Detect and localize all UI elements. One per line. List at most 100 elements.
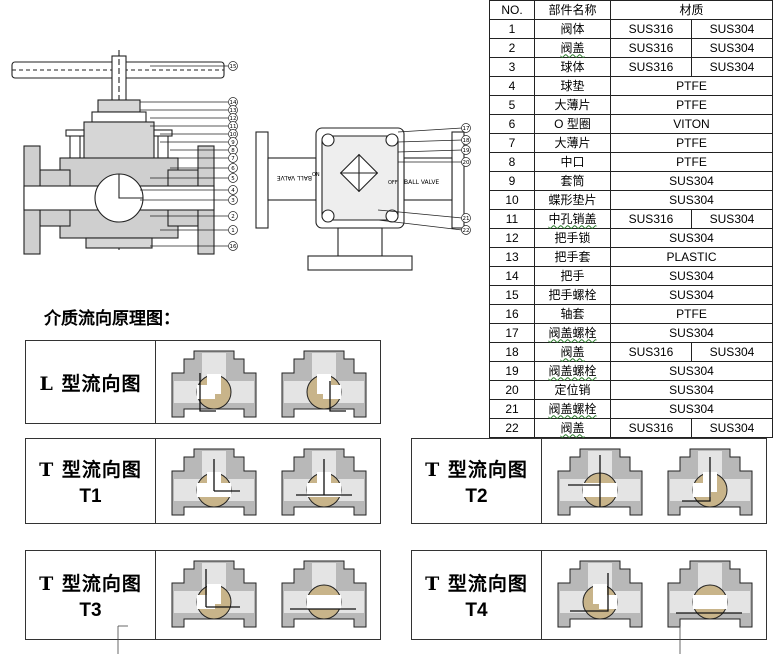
cell-material: PTFE xyxy=(610,95,773,115)
callout-4: 4 xyxy=(231,188,235,194)
part-name-text: 球垫 xyxy=(560,78,585,93)
cell-no: 13 xyxy=(489,247,535,267)
valve-schematic-t4a xyxy=(557,560,643,628)
cell-part-name: 阀盖 xyxy=(534,38,611,58)
cell-no: 20 xyxy=(489,380,535,400)
cell-no: 4 xyxy=(489,76,535,96)
cell-no: 6 xyxy=(489,114,535,134)
off-text: OFF xyxy=(388,180,398,186)
callout-11: 11 xyxy=(230,124,237,130)
cell-material: VITON xyxy=(610,114,773,134)
part-name-text: 大薄片 xyxy=(554,135,591,150)
cell-material: SUS304 xyxy=(691,209,773,229)
flow-label-l: L 型流向图 xyxy=(26,341,156,423)
cell-part-name: 轴套 xyxy=(534,304,611,324)
cell-material: PTFE xyxy=(610,304,773,324)
part-name-text: 套筒 xyxy=(560,173,585,188)
part-name-text: 轴套 xyxy=(560,306,585,321)
callout-9: 9 xyxy=(231,140,235,146)
cell-material: PTFE xyxy=(610,152,773,172)
cell-material: SUS316 xyxy=(610,342,692,362)
callout-5: 5 xyxy=(231,176,235,182)
callout-17: 17 xyxy=(463,126,470,132)
cell-part-name: 球垫 xyxy=(534,76,611,96)
callout-13: 13 xyxy=(230,108,237,114)
cell-no: 19 xyxy=(489,361,535,381)
flow-box-t2: T 型流向图 T2 xyxy=(411,438,767,524)
cell-material: SUS316 xyxy=(610,209,692,229)
callout-7: 7 xyxy=(231,156,235,162)
cell-material: SUS316 xyxy=(610,19,692,39)
part-name-text: 大薄片 xyxy=(554,97,591,112)
cell-material: SUS304 xyxy=(610,228,773,248)
valve-schematic-t2a xyxy=(557,448,643,516)
cell-no: 7 xyxy=(489,133,535,153)
cell-material: SUS304 xyxy=(610,171,773,191)
cell-part-name: 大薄片 xyxy=(534,133,611,153)
flow-code-t4: T4 xyxy=(465,599,488,621)
section-heading: 介质流向原理图： xyxy=(44,309,180,329)
cell-material: SUS304 xyxy=(691,19,773,39)
part-name-text: 把手 xyxy=(560,268,585,283)
callout-18: 18 xyxy=(463,138,470,144)
callout-3: 3 xyxy=(231,198,235,204)
flow-label-t3: T 型流向图 T3 xyxy=(26,551,156,639)
cell-no: 1 xyxy=(489,19,535,39)
cell-part-name: 中孔销盖 xyxy=(534,209,611,229)
cell-part-name: 阀盖 xyxy=(534,342,611,362)
table-row: 5 大薄片 PTFE xyxy=(489,95,773,115)
valve-schematic-t3b xyxy=(281,560,367,628)
cell-material: SUS304 xyxy=(610,323,773,343)
on-text: ON xyxy=(312,172,320,178)
callout-22: 22 xyxy=(463,228,470,234)
cell-material: SUS304 xyxy=(610,190,773,210)
cell-no: 22 xyxy=(489,418,535,438)
cell-part-name: 大薄片 xyxy=(534,95,611,115)
flow-label-t2: T 型流向图 T2 xyxy=(412,439,542,523)
cell-part-name: 球体 xyxy=(534,57,611,77)
valve-schematic-t1a xyxy=(171,448,257,516)
header-no: NO. xyxy=(489,0,535,20)
valve-schematic-t1b xyxy=(281,448,367,516)
part-name-text: 中口 xyxy=(560,154,585,169)
cell-no: 5 xyxy=(489,95,535,115)
callout-19: 19 xyxy=(463,148,470,154)
part-name-text: 把手套 xyxy=(554,249,591,264)
cell-part-name: 把手套 xyxy=(534,247,611,267)
cell-no: 14 xyxy=(489,266,535,286)
valve-top-view-drawing: BALL VALVE ON OFF BALL VALVE 17 18 19 20… xyxy=(255,123,471,271)
cell-no: 2 xyxy=(489,38,535,58)
callout-21: 21 xyxy=(463,216,470,222)
flow-box-t4: T 型流向图 T4 xyxy=(411,550,767,640)
cell-material: SUS316 xyxy=(610,38,692,58)
cell-no: 11 xyxy=(489,209,535,229)
callout-15: 15 xyxy=(230,64,237,70)
ball-valve-text-left: BALL VALVE xyxy=(277,174,312,181)
cell-part-name: 阀体 xyxy=(534,19,611,39)
part-name-text: 阀体 xyxy=(560,21,585,36)
part-name-text: 球体 xyxy=(560,59,585,74)
cell-material: SUS304 xyxy=(610,361,773,381)
cell-material: SUS304 xyxy=(691,57,773,77)
flow-code-t3: T3 xyxy=(79,599,102,621)
cell-material: SUS316 xyxy=(610,57,692,77)
callout-16: 16 xyxy=(230,244,237,250)
cell-part-name: 阀盖螺栓 xyxy=(534,323,611,343)
flow-title-t3: T 型流向图 xyxy=(39,572,142,595)
cell-material: SUS304 xyxy=(691,342,773,362)
cell-material: SUS304 xyxy=(691,418,773,438)
part-name-text: 阀盖 xyxy=(560,344,585,359)
callout-2: 2 xyxy=(231,214,235,220)
cell-no: 9 xyxy=(489,171,535,191)
